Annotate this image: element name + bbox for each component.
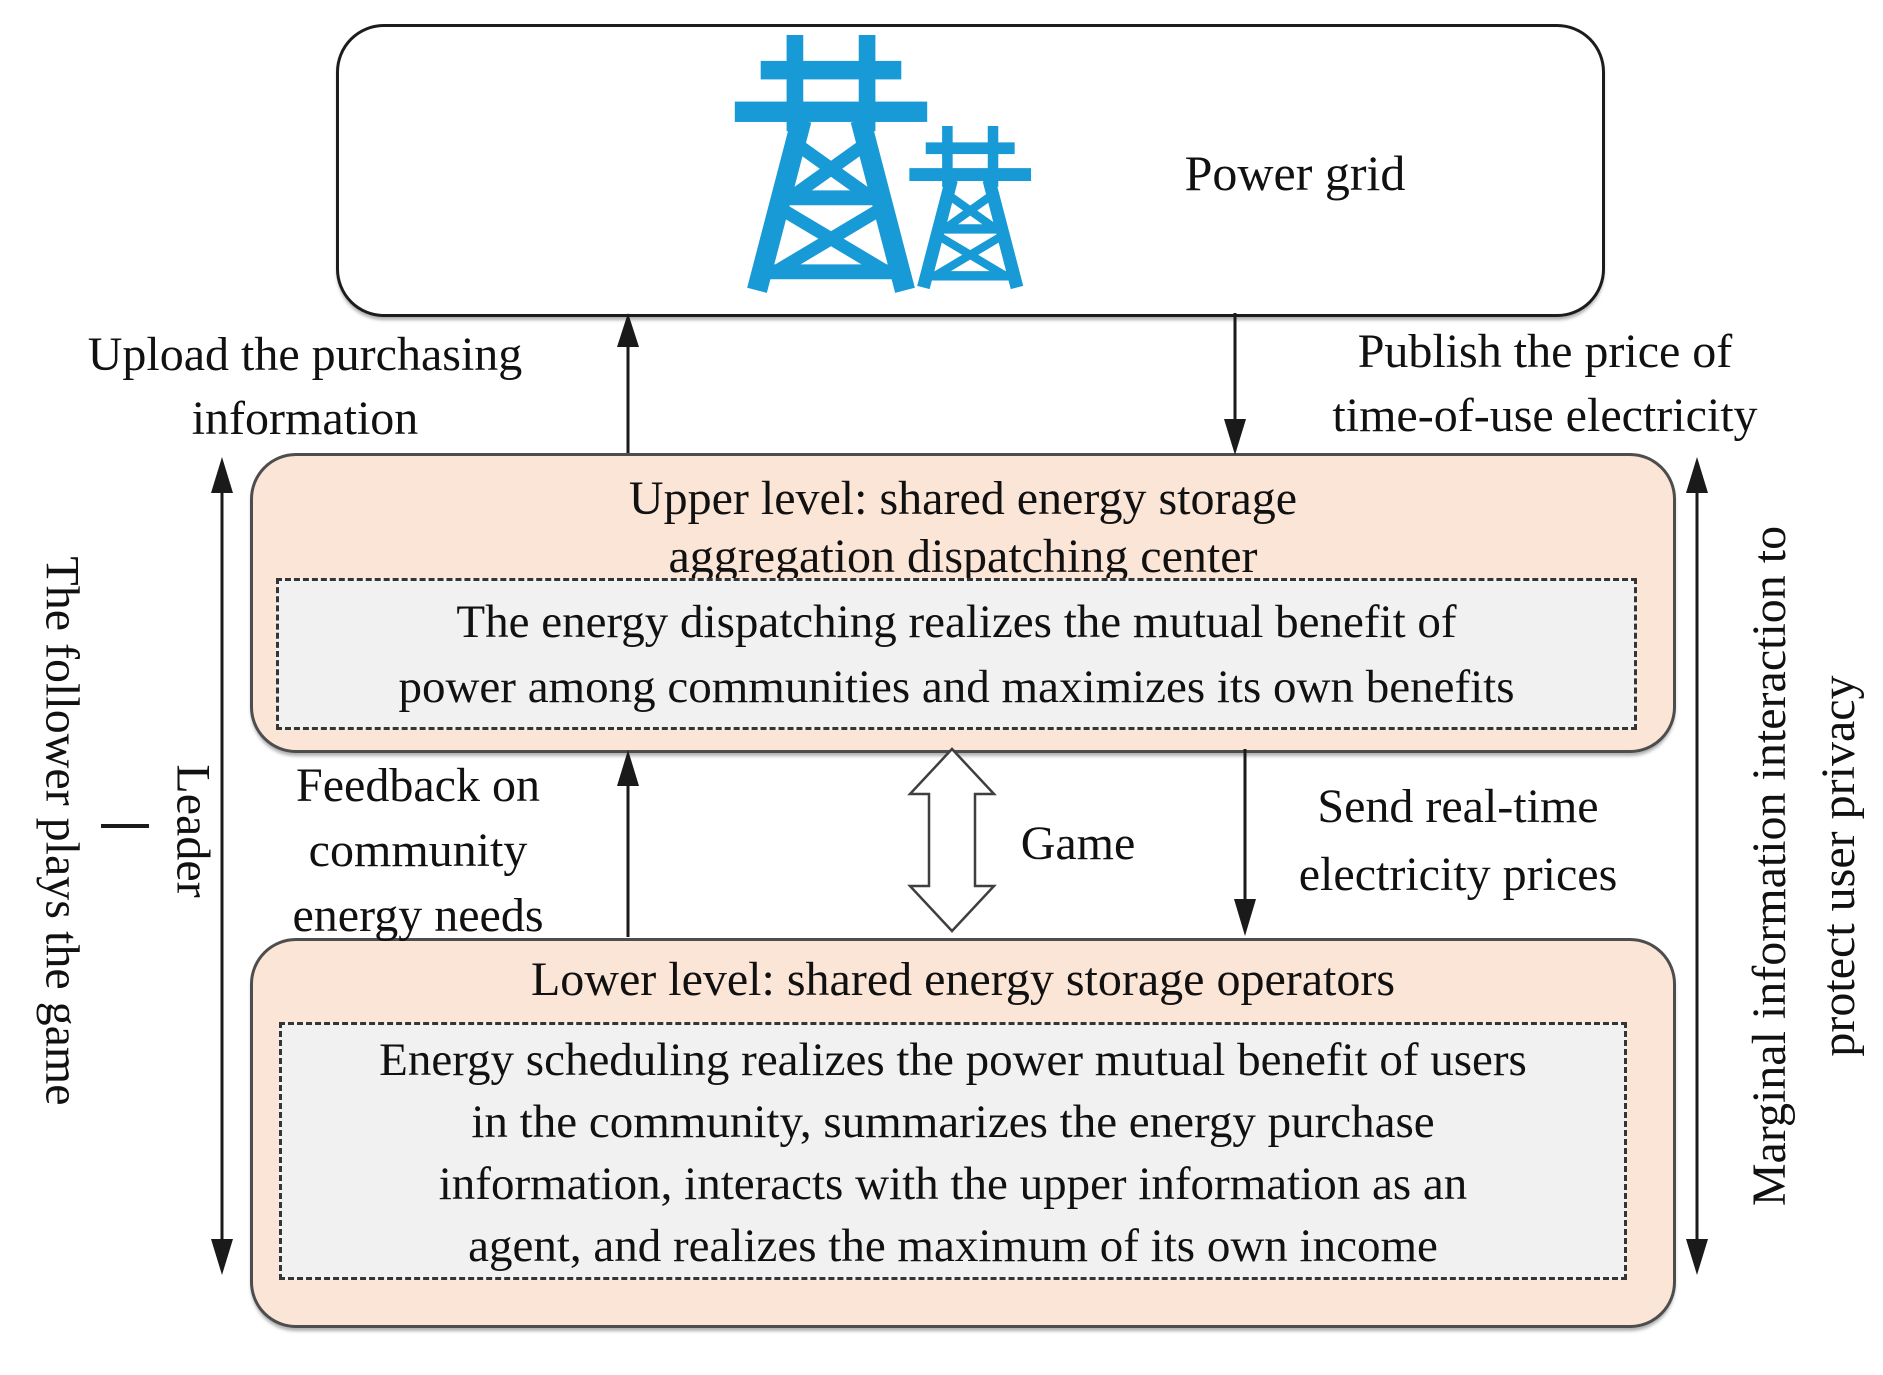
send-realtime-prices-label: Send real-time electricity prices bbox=[1298, 780, 1618, 901]
lower-level-body-text: Energy scheduling realizes the power mut… bbox=[379, 1034, 1527, 1272]
game-double-arrow bbox=[907, 747, 997, 933]
leader-follower-double-arrow bbox=[211, 457, 233, 1275]
upper-level-body-text: The energy dispatching realizes the mutu… bbox=[398, 596, 1515, 713]
leader-follower-dash bbox=[101, 824, 149, 828]
feedback-arrow bbox=[617, 750, 639, 937]
feedback-energy-needs-label: Feedback on community energy needs bbox=[292, 759, 544, 942]
lower-level-inner-box: Energy scheduling realizes the power mut… bbox=[279, 1022, 1627, 1280]
upper-level-inner-box: The energy dispatching realizes the mutu… bbox=[276, 578, 1637, 730]
lower-level-box: Lower level: shared energy storage opera… bbox=[250, 938, 1676, 1328]
game-label: Game bbox=[1020, 817, 1136, 870]
publish-arrow bbox=[1224, 313, 1246, 455]
publish-price-label: Publish the price of time-of-use electri… bbox=[1332, 325, 1758, 442]
power-grid-label: Power grid bbox=[1184, 145, 1406, 201]
lower-level-title: Lower level: shared energy storage opera… bbox=[530, 953, 1396, 1006]
upper-level-box: Upper level: shared energy storage aggre… bbox=[250, 453, 1676, 753]
privacy-double-arrow bbox=[1686, 457, 1708, 1275]
upload-arrow bbox=[617, 313, 639, 453]
upper-level-title: Upper level: shared energy storage aggre… bbox=[628, 472, 1298, 583]
upload-purchasing-label: Upload the purchasing information bbox=[87, 328, 523, 445]
send-prices-arrow bbox=[1234, 749, 1256, 936]
